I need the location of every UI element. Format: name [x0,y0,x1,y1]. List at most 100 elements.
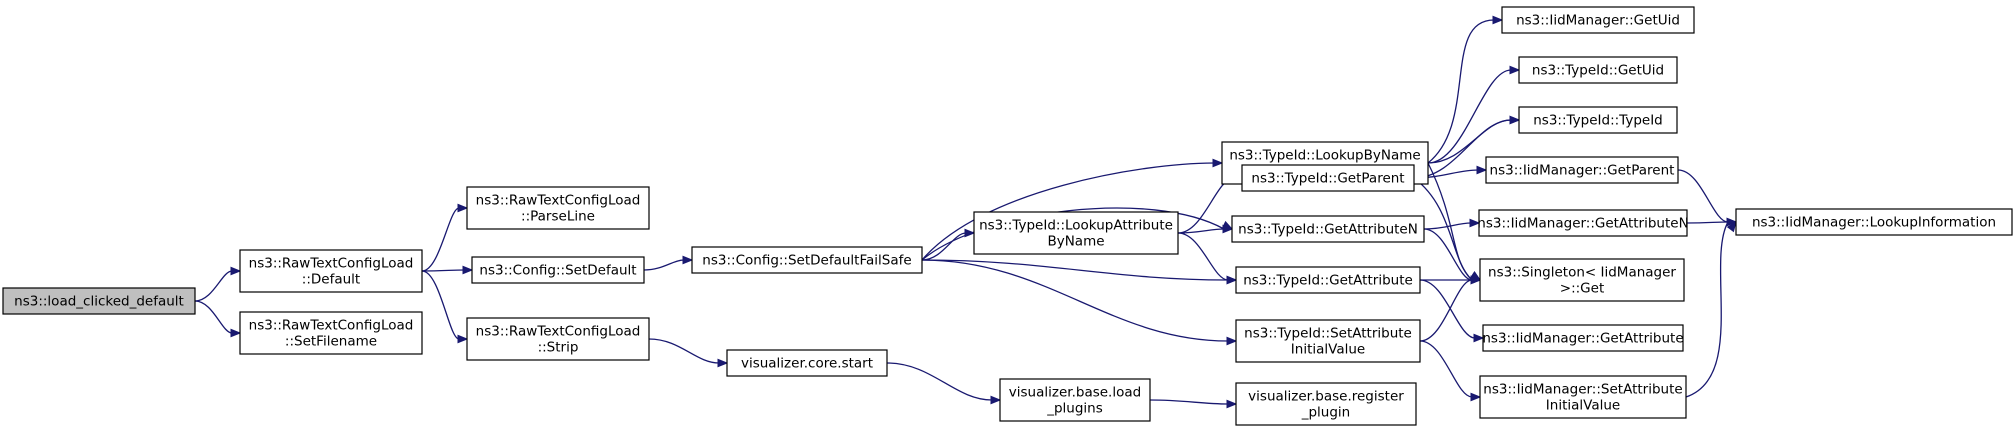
node-iidmanager-getparent[interactable]: ns3::IidManager::GetParent [1485,156,1679,184]
node-label: ns3::RawTextConfigLoad [476,324,641,340]
edges-layer [194,15,1738,409]
edge-config-setdefaultfailsafe-to-typeid-setattributeinitialvalue [921,259,1238,346]
node-label: ::Strip [538,340,579,356]
node-load-clicked-default[interactable]: ns3::load_clicked_default [2,287,196,315]
edge-line [194,300,233,334]
edge-line [1686,221,1729,224]
node-label: visualizer.base.load [1009,385,1141,401]
node-label: ns3::IidManager::LookupInformation [1752,215,1996,231]
node-label: ns3::IidManager::GetAttribute [1482,331,1683,347]
node-label: ns3::Singleton< IidManager [1488,265,1676,281]
node-label: ns3::TypeId::TypeId [1533,113,1663,129]
node-config-setdefault[interactable]: ns3::Config::SetDefault [471,256,645,284]
edge-load-clicked-default-to-rtcl-default [194,266,242,302]
edge-arrowhead [1470,275,1482,285]
edge-vis-base-load-plugins-to-vis-base-register-plugin [1149,399,1238,409]
node-vis-core-start[interactable]: visualizer.core.start [726,349,888,377]
edge-rtcl-default-to-rtcl-strip [421,270,469,344]
node-label: ns3::IidManager::GetAttributeN [1477,216,1688,232]
node-box [1482,324,1684,352]
node-config-setdefaultfailsafe[interactable]: ns3::Config::SetDefaultFailSafe [691,246,923,274]
edge-typeid-setattributeinitialvalue-to-iidmanager-setattributeinitialvalue [1419,340,1482,402]
node-rtcl-default[interactable]: ns3::RawTextConfigLoad::Default [239,249,423,293]
node-box [1478,209,1688,237]
node-singleton-get[interactable]: ns3::Singleton< IidManager>::Get [1479,258,1685,302]
node-iidmanager-getattributen[interactable]: ns3::IidManager::GetAttributeN [1477,209,1689,237]
node-iidmanager-setattributeinitialvalue[interactable]: ns3::IidManager::SetAttributeInitialValu… [1479,375,1687,419]
edge-rtcl-default-to-rtcl-parseline [421,203,469,272]
node-vis-base-load-plugins[interactable]: visualizer.base.load_plugins [999,378,1151,422]
node-box [239,311,423,355]
node-label: ns3::TypeId::SetAttribute [1244,326,1412,342]
node-label: ns3::TypeId::LookupAttribute [979,218,1173,234]
node-vis-base-register-plugin[interactable]: visualizer.base.register_plugin [1235,382,1417,426]
node-typeid-typeid[interactable]: ns3::TypeId::TypeId [1518,106,1678,134]
node-label: ns3::TypeId::GetParent [1251,171,1404,187]
edge-arrowhead [1492,15,1504,25]
node-box [726,349,888,377]
node-typeid-getuid[interactable]: ns3::TypeId::GetUid [1518,56,1678,84]
edge-line [1423,228,1473,281]
node-rtcl-parseline[interactable]: ns3::RawTextConfigLoad::ParseLine [466,186,650,230]
node-iidmanager-lookupinformation[interactable]: ns3::IidManager::LookupInformation [1735,208,2013,236]
edge-line [921,232,967,261]
node-label: InitialValue [1291,342,1365,358]
edge-typeid-lookupbynamefailsafe-to-iidmanager-getuid [1427,15,1504,164]
edge-arrowhead [457,334,469,344]
node-box [239,249,423,293]
node-label: ns3::IidManager::SetAttribute [1483,382,1682,398]
node-label: _plugins [1046,401,1103,417]
edge-line [421,207,460,272]
node-box [1479,258,1685,302]
node-typeid-getattribute[interactable]: ns3::TypeId::GetAttribute [1235,266,1421,294]
edge-line [1419,279,1476,339]
edge-typeid-getattributen-to-singleton-get [1423,228,1482,285]
node-iidmanager-getattribute[interactable]: ns3::IidManager::GetAttribute [1482,324,1684,352]
edge-typeid-lookupattributebyname-to-typeid-getattributen [1177,224,1234,234]
edge-typeid-lookupattributebyname-to-typeid-getattribute [1177,232,1238,285]
node-box [1479,375,1687,419]
edge-arrowhead [1473,333,1485,343]
edge-arrowhead [1476,165,1488,175]
node-label: ::SetFilename [285,334,377,350]
edge-line [886,362,993,401]
edge-line [1149,399,1229,405]
edge-iidmanager-getattributen-to-iidmanager-lookupinformation [1686,217,1738,227]
node-box [1735,208,2013,236]
node-label: ns3::TypeId::GetAttribute [1243,273,1413,289]
node-iidmanager-getuid[interactable]: ns3::IidManager::GetUid [1501,6,1695,34]
edge-line [1427,19,1495,164]
edge-arrowhead [682,255,694,265]
node-typeid-getparent[interactable]: ns3::TypeId::GetParent [1241,164,1415,192]
node-rtcl-strip[interactable]: ns3::RawTextConfigLoad::Strip [466,317,650,361]
node-box [1235,266,1421,294]
edge-arrowhead [1509,65,1521,75]
node-box [1501,6,1695,34]
edge-load-clicked-default-to-rtcl-setfilename [194,300,242,338]
node-typeid-getattributen[interactable]: ns3::TypeId::GetAttributeN [1231,215,1425,243]
node-label: ns3::IidManager::GetUid [1516,13,1680,29]
edge-vis-core-start-to-vis-base-load-plugins [886,362,1002,405]
edge-arrowhead [1226,399,1238,409]
node-box [1235,382,1417,426]
node-label: InitialValue [1546,398,1620,414]
node-box [1518,106,1678,134]
edge-line [1423,222,1472,230]
node-label: ns3::RawTextConfigLoad [249,256,414,272]
edge-arrowhead [230,266,242,276]
edge-arrowhead [964,228,976,238]
node-label: ns3::RawTextConfigLoad [249,318,414,334]
edge-arrowhead [1726,220,1737,233]
edge-line [643,259,685,271]
node-box [1518,56,1678,84]
edge-arrowhead [1226,336,1238,346]
edge-typeid-getattribute-to-iidmanager-getattribute [1419,279,1485,343]
node-box [466,317,650,361]
node-rtcl-setfilename[interactable]: ns3::RawTextConfigLoad::SetFilename [239,311,423,355]
edge-arrowhead [1509,115,1521,125]
node-box [466,186,650,230]
edge-arrowhead [457,203,469,213]
